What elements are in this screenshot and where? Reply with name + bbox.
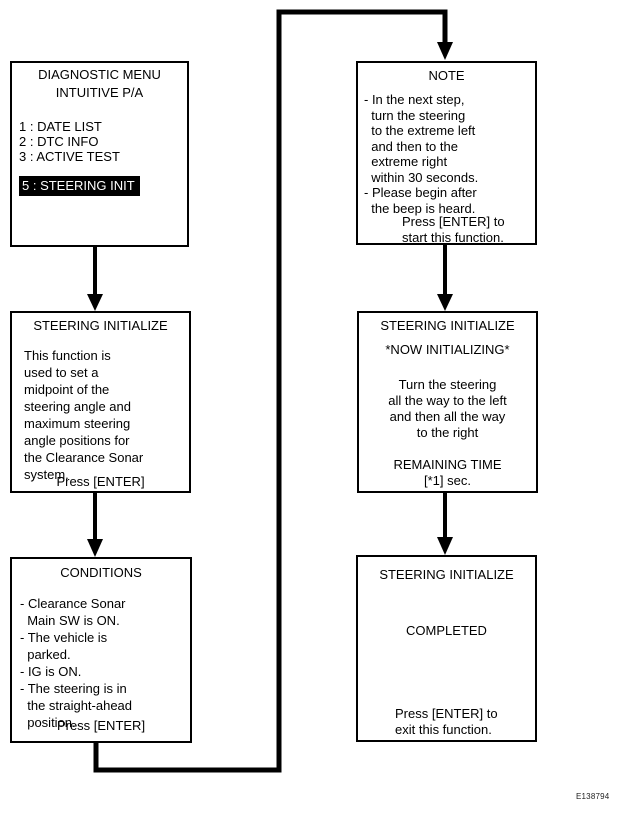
body-line: Main SW is ON. — [20, 613, 120, 628]
press-enter-label: Press [ENTER] — [56, 718, 146, 733]
menu-item-active-test: 3 : ACTIVE TEST — [19, 149, 120, 164]
menu-title-line2: INTUITIVE P/A — [55, 85, 144, 100]
press-enter-label: exit this function. — [395, 722, 492, 737]
arrow-head — [87, 539, 103, 557]
figure-code: E138794 — [576, 792, 610, 801]
body-line: angle positions for — [24, 433, 130, 448]
body-line: - The vehicle is — [20, 630, 108, 645]
body-line: system. — [24, 467, 69, 482]
box-title: CONDITIONS — [60, 565, 142, 580]
body-line: parked. — [20, 647, 71, 662]
body-line: within 30 seconds. — [364, 169, 479, 185]
body-line: - Please begin after — [364, 185, 477, 200]
body-line: steering angle and — [24, 399, 131, 414]
body-line: the beep is heard. — [364, 200, 476, 216]
body-line: Turn the steering — [398, 377, 497, 392]
press-enter-label: start this function. — [402, 229, 504, 245]
box-title: STEERING INITIALIZE — [33, 318, 168, 333]
body-line: position. — [20, 715, 76, 730]
box-title: NOTE — [428, 68, 465, 83]
body-line: all the way to the left — [388, 393, 507, 408]
arrow-head — [437, 537, 453, 555]
screen-note: NOTE - In the next step, turn the steeri… — [356, 61, 537, 245]
screen-steering-initialize-description: STEERING INITIALIZE This function is use… — [10, 311, 191, 493]
body-line: to the extreme left — [364, 123, 476, 138]
body-line: the Clearance Sonar — [24, 450, 144, 465]
box-title: STEERING INITIALIZE — [379, 567, 514, 582]
body-line: - Clearance Sonar — [20, 596, 126, 611]
box-subtitle: *NOW INITIALIZING* — [385, 342, 510, 357]
body-line: and then all the way — [389, 409, 506, 424]
body-line: to the right — [416, 425, 479, 440]
menu-title-line1: DIAGNOSTIC MENU — [38, 67, 161, 82]
body-line: maximum steering — [24, 416, 131, 431]
press-enter-label: Press [ENTER] — [56, 474, 145, 489]
body-line: - In the next step, — [364, 92, 465, 107]
screen-completed: STEERING INITIALIZE COMPLETED Press [ENT… — [356, 555, 537, 742]
screen-now-initializing: STEERING INITIALIZE *NOW INITIALIZING* T… — [357, 311, 538, 493]
body-line: the straight-ahead — [20, 698, 133, 713]
arrow-head — [437, 294, 453, 311]
press-enter-label: Press [ENTER] to — [395, 706, 498, 721]
menu-item-date-list: 1 : DATE LIST — [19, 119, 102, 134]
body-line: This function is — [24, 348, 111, 363]
body-line: - IG is ON. — [20, 664, 82, 679]
body-line: and then to the — [364, 138, 458, 154]
press-enter-label: Press [ENTER] to — [402, 214, 505, 229]
body-line: midpoint of the — [24, 382, 110, 397]
body-line: extreme right — [364, 154, 448, 169]
body-line: used to set a — [24, 365, 99, 380]
body-line: - The steering is in — [20, 681, 127, 696]
body-line: turn the steering — [364, 107, 466, 123]
menu-item-dtc-info: 2 : DTC INFO — [19, 134, 99, 149]
status-text: COMPLETED — [406, 623, 487, 638]
arrow-head — [87, 294, 103, 311]
remaining-time-label: REMAINING TIME — [393, 457, 502, 472]
box-title: STEERING INITIALIZE — [380, 318, 515, 333]
remaining-time-value: [*1] sec. — [424, 473, 471, 488]
screen-conditions: CONDITIONS - Clearance Sonar Main SW is … — [10, 557, 192, 743]
screen-diagnostic-menu: DIAGNOSTIC MENU INTUITIVE P/A 1 : DATE L… — [10, 61, 189, 247]
arrow-head — [437, 42, 453, 60]
menu-item-steering-init-selected: 5 : STEERING INIT — [19, 176, 140, 196]
